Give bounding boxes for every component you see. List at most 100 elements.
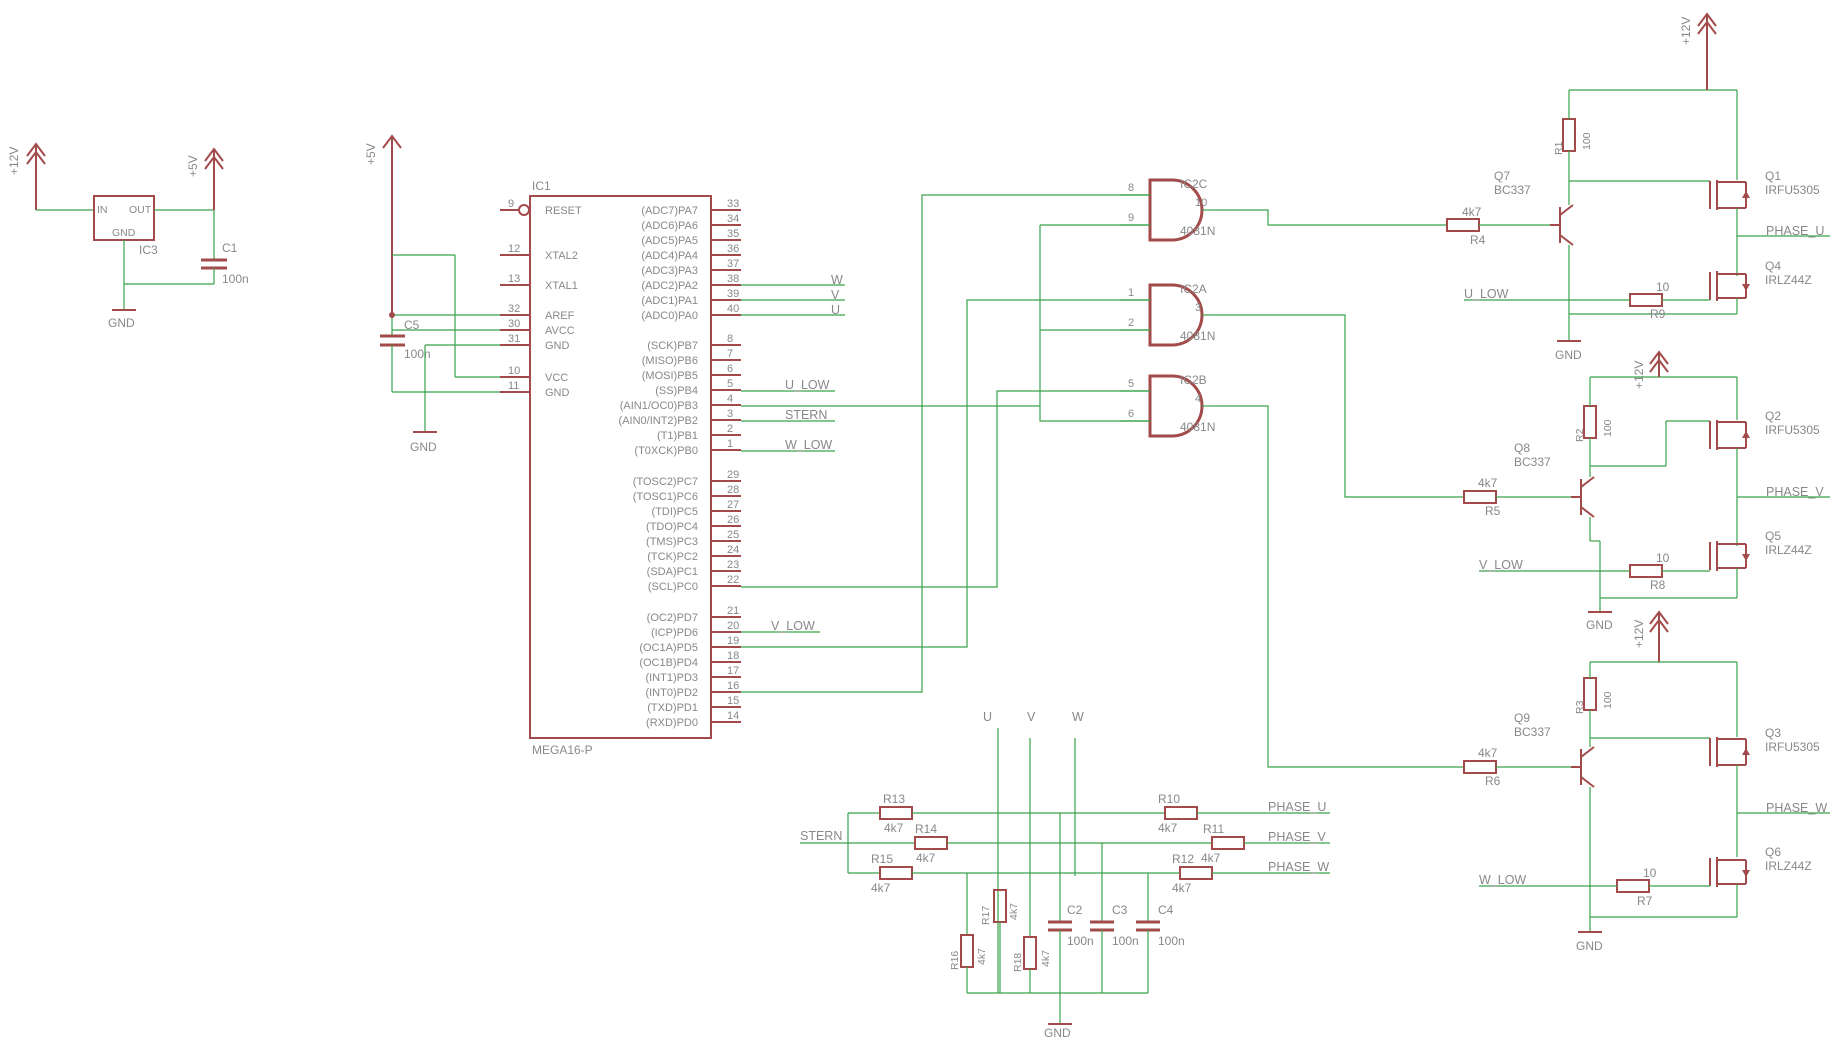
net-label-u-top: U bbox=[983, 710, 992, 724]
mcu-pin-name: (TDI)PC5 bbox=[652, 506, 698, 518]
mcu-pin-number: 17 bbox=[727, 665, 739, 677]
gate-pin-a: 1 bbox=[1128, 287, 1134, 299]
ground-q9: GND bbox=[1576, 931, 1603, 953]
supply-label: +12V bbox=[1632, 620, 1646, 648]
component-value: 10 bbox=[1656, 551, 1670, 565]
ground-label: GND bbox=[1555, 348, 1582, 362]
mcu-pin-number: 3 bbox=[727, 408, 733, 420]
mcu-pin-name: (TCK)PC2 bbox=[647, 551, 698, 563]
component-name: R10 bbox=[1158, 792, 1180, 806]
gate-pin-a: 8 bbox=[1128, 182, 1134, 194]
mcu-pin-number: 9 bbox=[508, 198, 514, 210]
mcu-pin-name: (T0XCK)PB0 bbox=[634, 445, 698, 457]
wire-ic2b-out bbox=[1215, 405, 1464, 768]
ground-label: GND bbox=[1044, 1026, 1071, 1040]
mcu-pin-number: 28 bbox=[727, 484, 739, 496]
net-label-phase-v: PHASE_V bbox=[1766, 485, 1824, 499]
component-value: 4k7 bbox=[871, 881, 891, 895]
mcu-pin-number: 25 bbox=[727, 529, 739, 541]
component-value: 4k7 bbox=[1478, 746, 1498, 760]
capacitor-c5: C5 100n bbox=[380, 318, 431, 361]
component-value: 4k7 bbox=[884, 821, 904, 835]
supply-12v-q1: +12V bbox=[1679, 12, 1717, 90]
mcu-pin-number: 37 bbox=[727, 258, 739, 270]
component-part: BC337 bbox=[1494, 183, 1531, 197]
component-value: 10 bbox=[1656, 280, 1670, 294]
mcu-pin-name: (OC2)PD7 bbox=[647, 612, 698, 624]
mcu-pin-name: (TDO)PC4 bbox=[646, 521, 698, 533]
net-label-v-low: V_LOW bbox=[771, 619, 815, 633]
net-label-v: V bbox=[831, 288, 840, 302]
mcu-pin-number: 34 bbox=[727, 213, 739, 225]
gate-pin-b: 9 bbox=[1128, 212, 1134, 224]
mcu-pin-number: 29 bbox=[727, 469, 739, 481]
mcu-pin-name: (T1)PB1 bbox=[657, 430, 698, 442]
mcu-pin-number: 13 bbox=[508, 273, 520, 285]
mcu-pin-name: (TOSC1)PC6 bbox=[633, 491, 698, 503]
component-value: 100n bbox=[404, 347, 431, 361]
mcu-pin-name: (ADC7)PA7 bbox=[641, 205, 698, 217]
gate-pin-b: 6 bbox=[1128, 408, 1134, 420]
component-name: R4 bbox=[1470, 233, 1486, 247]
supply-label: +12V bbox=[1679, 17, 1693, 45]
mcu-pin-number: 32 bbox=[508, 303, 520, 315]
supply-12v-q3: +12V bbox=[1632, 610, 1669, 662]
component-value: 4k7 bbox=[1478, 476, 1498, 490]
mcu-pin-number: 6 bbox=[727, 363, 733, 375]
mcu-pin-name: (ADC1)PA1 bbox=[641, 295, 698, 307]
component-name: R12 bbox=[1172, 852, 1194, 866]
net-label-w-low-driver: W_LOW bbox=[1479, 873, 1526, 887]
component-name: R7 bbox=[1637, 894, 1653, 908]
mcu-pin-number: 2 bbox=[727, 423, 733, 435]
component-part: IRLZ44Z bbox=[1765, 859, 1812, 873]
ground-label: GND bbox=[1586, 618, 1613, 632]
regulator-out-pin: OUT bbox=[129, 204, 152, 216]
mcu-pin-number: 16 bbox=[727, 680, 739, 692]
net-label-phase-u-net: PHASE_U bbox=[1268, 800, 1326, 814]
mcu-pin-number: 23 bbox=[727, 559, 739, 571]
capacitor-c1: C1 100n bbox=[201, 241, 249, 286]
gate-part: 4081N bbox=[1180, 329, 1215, 343]
gate-pin-a: 5 bbox=[1128, 378, 1134, 390]
mcu-pin-name: (MISO)PB6 bbox=[642, 355, 698, 367]
net-label-stern: STERN bbox=[785, 408, 827, 422]
gate-name: IC2A bbox=[1180, 282, 1207, 296]
component-value: 4k7 bbox=[1040, 950, 1052, 967]
component-name: Q7 bbox=[1494, 169, 1510, 183]
mcu-to-gate-wires bbox=[741, 194, 1150, 693]
component-value: 4k7 bbox=[1462, 205, 1482, 219]
mcu-ic1: IC1 MEGA16-P 9RESET12XTAL213XTAL132AREF3… bbox=[500, 179, 741, 757]
component-name: C5 bbox=[404, 318, 420, 332]
mcu-pin-number: 14 bbox=[727, 710, 739, 722]
gate-name: IC2C bbox=[1180, 177, 1208, 191]
supply-label: +5V bbox=[186, 155, 200, 177]
mcu-pin-name: (SCL)PC0 bbox=[648, 581, 698, 593]
mcu-pin-number: 36 bbox=[727, 243, 739, 255]
gate-part: 4081N bbox=[1180, 420, 1215, 434]
mcu-pin-name: (TMS)PC3 bbox=[646, 536, 698, 548]
mcu-pin-number: 12 bbox=[508, 243, 520, 255]
mcu-pin-name: (MOSI)PB5 bbox=[642, 370, 698, 382]
component-name: C3 bbox=[1112, 903, 1128, 917]
component-name: Q4 bbox=[1765, 259, 1781, 273]
mcu-left-pins: 9RESET12XTAL213XTAL132AREF30AVCC31GND10V… bbox=[500, 198, 582, 399]
component-name: Q9 bbox=[1514, 711, 1530, 725]
mcu-pin-number: 22 bbox=[727, 574, 739, 586]
component-value: 100 bbox=[1602, 691, 1614, 709]
component-value: 4k7 bbox=[1008, 903, 1020, 920]
component-part: BC337 bbox=[1514, 455, 1551, 469]
regulator-in-pin: IN bbox=[97, 204, 108, 216]
mcu-pin-name: (TOSC2)PC7 bbox=[633, 476, 698, 488]
component-name: C4 bbox=[1158, 903, 1174, 917]
gate-part: 4081N bbox=[1180, 224, 1215, 238]
mcu-pin-name: (ADC2)PA2 bbox=[641, 280, 698, 292]
component-value: 100 bbox=[1581, 132, 1593, 150]
mcu-supply: +5V C5 100n GND bbox=[364, 134, 508, 454]
driver-stage-w: 4k7 R6 Q9 BC337 R3 100 +12V GND bbox=[1463, 610, 1830, 953]
mcu-pin-name: GND bbox=[545, 340, 570, 352]
component-name: Q6 bbox=[1765, 845, 1781, 859]
mcu-pin-number: 35 bbox=[727, 228, 739, 240]
